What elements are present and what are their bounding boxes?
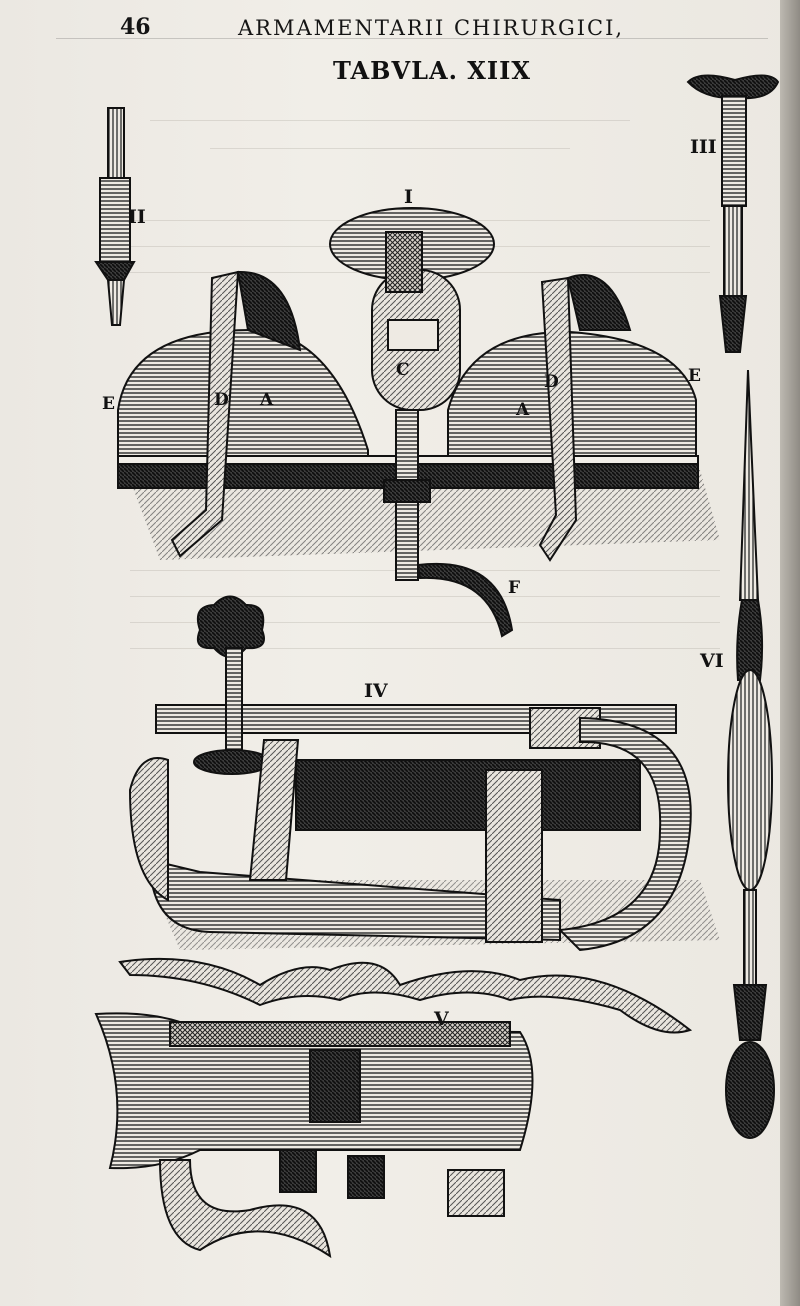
part-label-c: C [396, 360, 410, 380]
part-label-e-right: E [688, 366, 701, 386]
figure-label-iii: III [690, 136, 717, 158]
figure-ii-screw-rod [94, 107, 136, 326]
part-label-a-left: A [260, 390, 274, 410]
part-label-a-right: A [516, 400, 530, 420]
part-label-e-left: E [102, 394, 115, 414]
part-label-d-left: D [214, 390, 229, 410]
plate-title: TABVLA. XIIX [333, 56, 531, 85]
figure-v-sleeve [94, 957, 693, 1259]
figure-i-splint [117, 207, 720, 638]
figure-label-vi: VI [700, 650, 724, 672]
figure-label-v: V [434, 1008, 449, 1030]
plate-frame [56, 38, 768, 1289]
figure-iv-cage [128, 595, 720, 952]
running-head-title: ARMAMENTARII CHIRURGICI, [238, 16, 625, 40]
part-label-d-right: D [544, 372, 559, 392]
figure-iii-wing-screw [686, 74, 780, 353]
part-label-f: F [508, 578, 521, 598]
figure-label-i: I [404, 186, 413, 208]
figure-label-iv: IV [364, 680, 388, 702]
page-number: 46 [120, 14, 151, 40]
figure-vi-lancet [725, 369, 775, 1139]
running-head: 46 ARMAMENTARII CHIRURGICI, [0, 12, 800, 42]
page-gutter [780, 0, 800, 1306]
figure-label-ii: II [128, 206, 146, 228]
